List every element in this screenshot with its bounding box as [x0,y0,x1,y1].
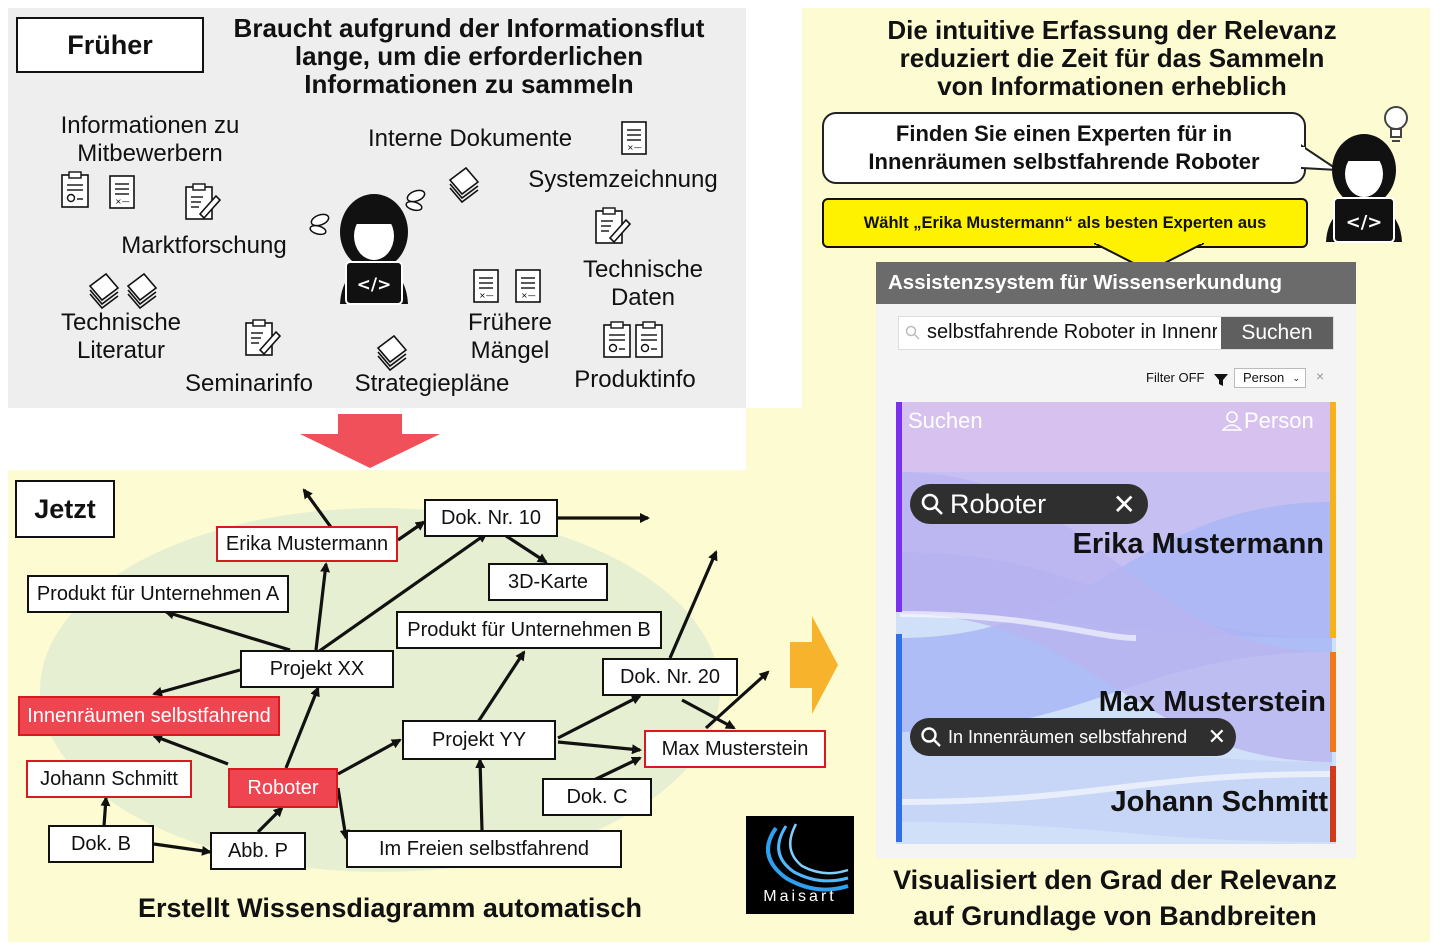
node-robot: Roboter [228,768,338,808]
close-icon[interactable]: ✕ [1207,724,1226,749]
label-seminar: Seminarinfo [184,370,314,397]
label-internal-docs: Interne Dokumente [367,125,573,152]
right-arrow-icon [790,616,838,714]
before-tag: Früher [16,17,204,73]
search-input[interactable]: selbstfahrende Roboter in Innenräumen [927,321,1217,343]
document-icons: ×— [61,121,663,371]
sankey-bar-left-1 [896,402,902,612]
search-icon [921,493,943,515]
node-doc-c: Dok. C [542,778,652,816]
chip-indoor[interactable]: In Innenräumen selbstfahrend ✕ [910,718,1236,756]
chip-label: In Innenräumen selbstfahrend [948,726,1188,747]
node-product-b: Produkt für Unternehmen B [396,611,662,649]
label-strategy: Strategiepläne [354,370,510,397]
sankey-col-search: Suchen [908,408,983,433]
sankey-bar-right-1 [1330,402,1336,638]
sankey-bar-right-3 [1330,766,1336,842]
sankey-col-person: Person [1244,408,1314,433]
close-icon[interactable]: ✕ [1112,488,1136,520]
logo-text: Maisart [763,888,837,905]
filter-select[interactable]: Person ⌄ [1234,368,1306,388]
node-johann: Johann Schmitt [26,760,192,798]
bubble-tail [1300,144,1340,172]
node-project-xx: Projekt XX [240,650,394,688]
chip-robot[interactable]: Roboter ✕ [910,484,1148,524]
now-caption: Erstellt Wissensdiagramm automatisch [138,893,642,923]
search-bar: selbstfahrende Roboter in Innenräumen Su… [898,316,1334,350]
node-fig-p: Abb. P [210,832,306,870]
person-johann[interactable]: Johann Schmitt [1110,786,1328,818]
node-project-yy: Projekt YY [402,720,556,760]
filter-icon[interactable] [1214,373,1228,387]
now-tag: Jetzt [15,480,115,538]
node-indoor: Innenräumen selbstfahrend [18,696,280,736]
node-doc10: Dok. Nr. 10 [424,499,558,537]
knowledge-app: Assistenzsystem für Wissenserkundung sel… [876,262,1356,858]
person-max[interactable]: Max Musterstein [1098,686,1326,718]
sankey-chart [896,402,1336,844]
svg-text:</>: </> [357,275,392,295]
lightbulb-icon [1384,106,1408,142]
result-tag: Wählt „Erika Mustermann“ als besten Expe… [822,198,1308,248]
label-product-info: Produktinfo [574,366,696,393]
app-title: Assistenzsystem für Wissenserkundung [876,262,1356,304]
chevron-down-icon: ⌄ [1292,373,1300,383]
label-market-research: Marktforschung [121,232,287,259]
down-arrow-icon [300,414,440,468]
svg-text:</>: </> [1346,212,1383,233]
search-button[interactable]: Suchen [1221,317,1333,349]
node-erika: Erika Mustermann [216,526,398,562]
node-product-a: Produkt für Unternehmen A [27,575,289,613]
result-pointer [1094,243,1204,273]
node-doc-b: Dok. B [48,825,154,863]
filter-label[interactable]: Filter OFF [1146,370,1205,385]
search-icon [905,325,920,340]
search-icon [921,727,941,747]
sankey-bar-right-2 [1330,652,1336,752]
filter-select-value: Person [1243,370,1285,385]
node-outdoor: Im Freien selbstfahrend [346,830,622,868]
person-icon [1222,411,1242,431]
logo-swoosh-icon [766,823,849,892]
clear-filter-button[interactable]: × [1316,368,1325,384]
maisart-logo: Maisart [746,816,854,914]
node-doc20: Dok. Nr. 20 [602,658,738,696]
chip-label: Roboter [950,488,1047,519]
node-max: Max Musterstein [644,730,826,768]
sankey-bar-left-2 [896,634,902,842]
person-erika[interactable]: Erika Mustermann [1072,528,1324,560]
label-system-drawing: Systemzeichnung [528,166,718,193]
node-3d-map: 3D-Karte [488,563,608,601]
expert-person-icon: </> [1326,106,1408,243]
